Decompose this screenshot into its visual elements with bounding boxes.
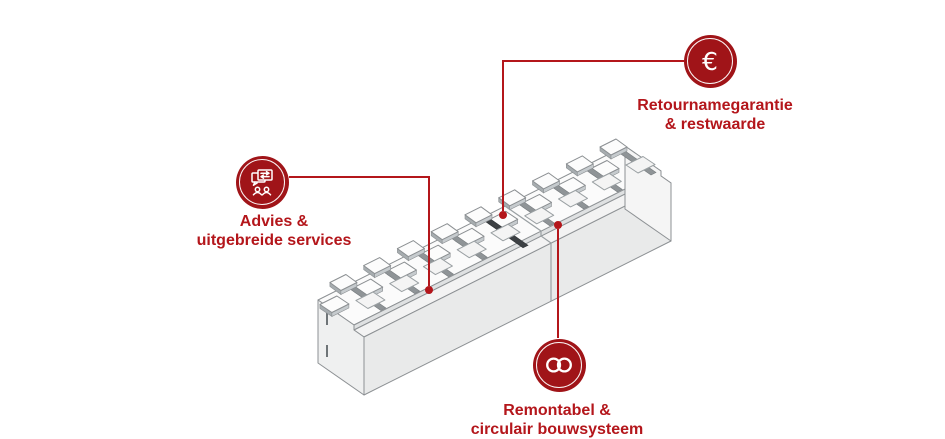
callout-line-advies xyxy=(289,176,430,286)
advies-label: Advies & uitgebreide services xyxy=(124,212,424,250)
callout-dots xyxy=(425,211,562,294)
beam-top-detail xyxy=(599,138,628,156)
circular-economy-icon xyxy=(546,357,572,373)
beam-segment-joint xyxy=(504,205,552,301)
callout-lines xyxy=(289,60,684,338)
beam-top-modules xyxy=(319,138,657,318)
beam-top-detail xyxy=(591,172,622,191)
retournamegarantie-label: Retournamegarantie & restwaarde xyxy=(565,96,865,134)
beam-top-detail xyxy=(532,172,560,190)
advies-label-line2: uitgebreide services xyxy=(196,232,352,249)
euro-symbol: € xyxy=(702,47,718,76)
advies-label-line1: Advies & xyxy=(239,213,309,230)
beam-top-detail xyxy=(565,155,594,173)
beam-top-detail xyxy=(498,189,527,207)
retournamegarantie-label-line1: Retournamegarantie xyxy=(637,97,793,114)
remontabel-label: Remontabel & circulair bouwsysteem xyxy=(407,401,707,439)
beam-left-end xyxy=(317,299,365,396)
beam-top-detail xyxy=(396,240,425,258)
beam-top-detail xyxy=(558,189,588,208)
beam-top-detail xyxy=(319,295,350,313)
remontabel-badge xyxy=(532,338,586,392)
callout-line-retournamegarantie xyxy=(502,60,684,211)
beam-top-detail xyxy=(422,257,453,276)
consultation-icon xyxy=(251,169,273,196)
callout-dot-retournamegarantie xyxy=(499,211,507,219)
retournamegarantie-badge: € xyxy=(683,34,737,88)
beam-top-detail xyxy=(355,291,386,309)
euro-icon: € xyxy=(702,47,718,76)
beam-top-detail xyxy=(389,274,420,293)
beam-top-detail xyxy=(456,240,487,259)
infographic-canvas: Advies & uitgebreide services € Retourna… xyxy=(124,34,865,438)
beam-illustration xyxy=(289,60,684,396)
beam-top-detail xyxy=(329,274,358,291)
advies-badge xyxy=(235,155,289,209)
beam-top-detail xyxy=(363,257,392,275)
beam-top-detail xyxy=(524,206,555,225)
remontabel-label-line1: Remontabel & xyxy=(503,402,611,419)
callout-dot-remontabel xyxy=(554,221,562,229)
callout-dot-advies xyxy=(425,286,433,294)
beam-top-detail xyxy=(464,206,493,224)
beam-top-detail xyxy=(625,156,656,174)
beam-top-detail xyxy=(430,223,459,241)
beam-top-detail xyxy=(490,223,521,242)
retournamegarantie-label-line2: & restwaarde xyxy=(664,116,766,133)
